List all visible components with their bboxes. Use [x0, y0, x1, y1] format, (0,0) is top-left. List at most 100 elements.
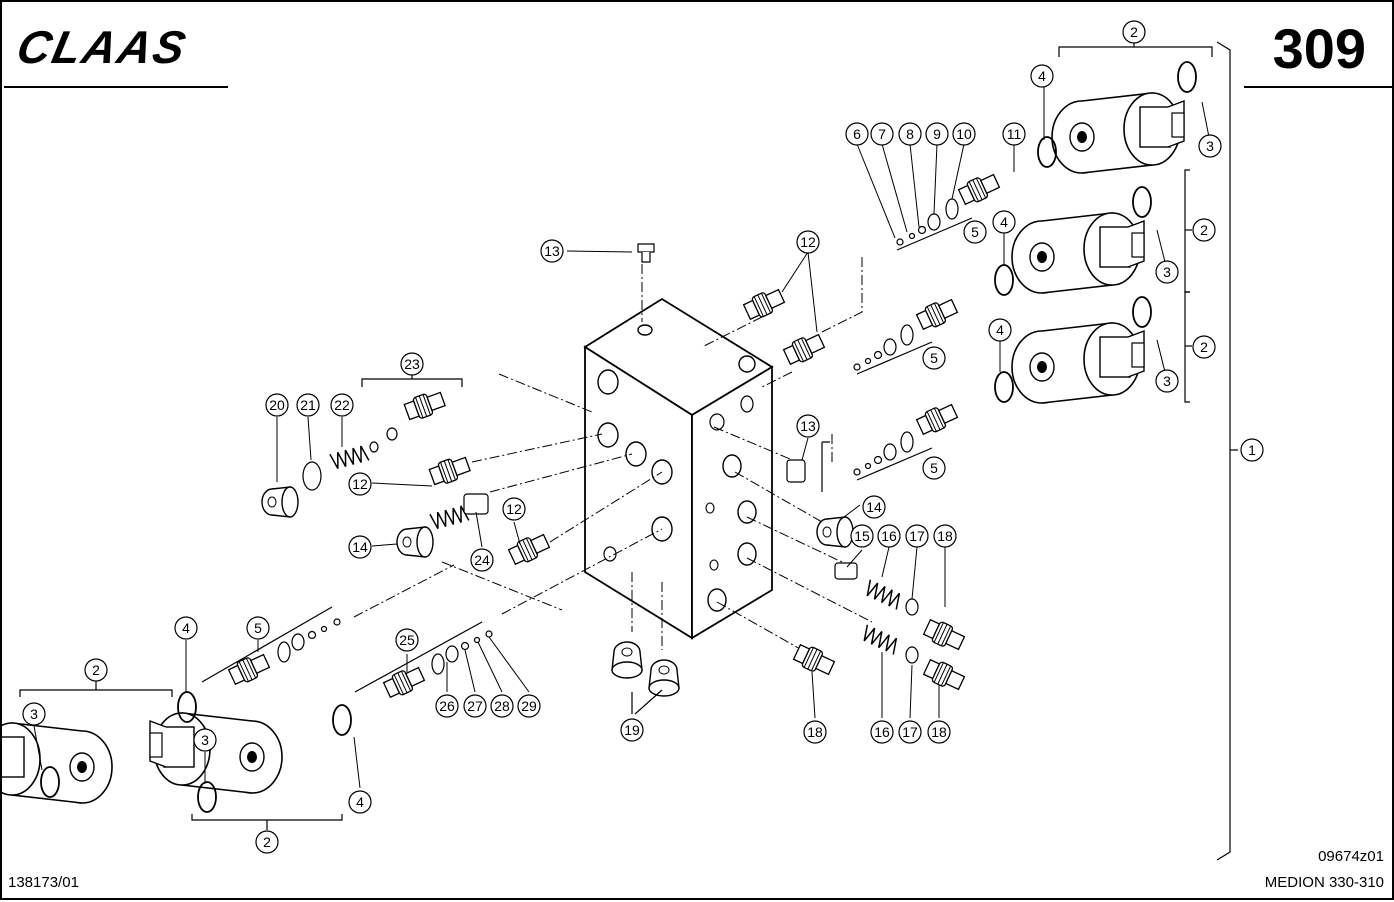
callout-12-mid: 12 — [502, 497, 526, 521]
callout-label: 12 — [506, 501, 522, 517]
callout-label: 11 — [1007, 126, 1022, 142]
callout-label: 5 — [930, 460, 938, 476]
callout-label: 17 — [909, 528, 925, 544]
valve-block — [583, 297, 774, 640]
callout-label: 5 — [254, 620, 262, 636]
callout-18-low: 18 — [927, 720, 951, 744]
callout-label: 18 — [931, 724, 947, 740]
leader-lines — [33, 85, 1210, 789]
drawing-code: 09674z01 — [1318, 848, 1384, 865]
callout-label: 2 — [92, 662, 100, 678]
solenoid-coil-bottom-mid — [149, 712, 283, 794]
callout-label: 22 — [334, 397, 350, 413]
callout-12-top: 12 — [796, 230, 820, 254]
callout-label: 4 — [356, 794, 364, 810]
callout-label: 19 — [624, 722, 640, 738]
callout-label: 3 — [1163, 373, 1171, 389]
callout-label: 7 — [878, 126, 886, 142]
solenoid-coil-low — [1011, 322, 1145, 404]
callout-label: 14 — [352, 539, 368, 555]
callout-label: 6 — [853, 126, 861, 142]
callout-label: 3 — [30, 706, 38, 722]
page-number: 309 — [1272, 17, 1366, 80]
callout-label: 2 — [1200, 339, 1208, 355]
callout-label: 13 — [800, 418, 816, 434]
callout-label: 23 — [404, 356, 420, 372]
callout-9: 9 — [925, 122, 949, 146]
callout-2-top: 2 — [1122, 20, 1146, 44]
callout-label: 27 — [467, 698, 483, 714]
callout-label: 3 — [1206, 138, 1214, 154]
callout-label: 26 — [439, 698, 455, 714]
callout-13-top: 13 — [540, 239, 564, 263]
callout-19: 19 — [620, 718, 644, 742]
callout-label: 9 — [933, 126, 941, 142]
callout-11: 11 — [1002, 122, 1026, 146]
callout-label: 20 — [269, 397, 285, 413]
model-name: MEDION 330-310 — [1264, 874, 1384, 891]
callout-label: 28 — [494, 698, 510, 714]
callout-21: 21 — [296, 393, 320, 417]
callout-label: 2 — [263, 834, 271, 850]
callout-17-low: 17 — [898, 720, 922, 744]
callout-7: 7 — [870, 122, 894, 146]
callout-label: 4 — [1000, 214, 1008, 230]
callout-13-mid: 13 — [796, 414, 820, 438]
callout-24: 24 — [470, 548, 494, 572]
callout-label: 4 — [996, 322, 1004, 338]
callout-label: 15 — [854, 528, 870, 544]
callout-label: 10 — [956, 126, 972, 142]
header-rule-left — [4, 86, 228, 88]
callout-28: 28 — [490, 694, 514, 718]
callout-15: 15 — [850, 524, 874, 548]
callout-label: 24 — [474, 552, 490, 568]
small-parts — [277, 198, 959, 675]
callout-label: 25 — [399, 632, 415, 648]
callout-label: 21 — [300, 397, 316, 413]
center-lines — [353, 257, 873, 651]
callout-3-mid: 3 — [1155, 260, 1179, 284]
callout-4-low: 4 — [988, 318, 1012, 342]
callout-2-low: 2 — [1192, 335, 1216, 359]
callout-1: 1 — [1240, 438, 1264, 462]
callout-25: 25 — [395, 628, 419, 652]
callout-4-bm: 4 — [348, 790, 372, 814]
callout-14-right: 14 — [862, 495, 886, 519]
callout-5-c: 5 — [922, 456, 946, 480]
callout-17-top: 17 — [905, 524, 929, 548]
callout-label: 5 — [971, 224, 979, 240]
callout-4-mid: 4 — [992, 210, 1016, 234]
callout-label: 2 — [1200, 222, 1208, 238]
callout-16-top: 16 — [877, 524, 901, 548]
callout-2-mid: 2 — [1192, 218, 1216, 242]
callout-4-top: 4 — [1030, 64, 1054, 88]
callout-label: 4 — [1038, 68, 1046, 84]
callout-18-mid: 18 — [803, 720, 827, 744]
callout-29: 29 — [517, 694, 541, 718]
callout-label: 18 — [937, 528, 953, 544]
callout-6: 6 — [845, 122, 869, 146]
callout-3-bm: 3 — [193, 728, 217, 752]
callout-5-b: 5 — [922, 346, 946, 370]
callout-3-bl: 3 — [22, 702, 46, 726]
callout-8: 8 — [898, 122, 922, 146]
callout-2-bm: 2 — [255, 830, 279, 854]
callout-label: 13 — [544, 243, 560, 259]
callout-2-bl: 2 — [84, 658, 108, 682]
callout-label: 18 — [807, 724, 823, 740]
callout-label: 12 — [352, 476, 368, 492]
callout-16-low: 16 — [870, 720, 894, 744]
callout-10: 10 — [952, 122, 976, 146]
callout-label: 16 — [881, 528, 897, 544]
callout-23: 23 — [400, 352, 424, 376]
solenoid-coil-mid — [1011, 212, 1145, 294]
callout-label: 5 — [930, 350, 938, 366]
callout-26: 26 — [435, 694, 459, 718]
solenoid-coil-top — [1051, 92, 1185, 174]
callout-27: 27 — [463, 694, 487, 718]
header-rule-right — [1244, 86, 1394, 88]
callout-label: 16 — [874, 724, 890, 740]
